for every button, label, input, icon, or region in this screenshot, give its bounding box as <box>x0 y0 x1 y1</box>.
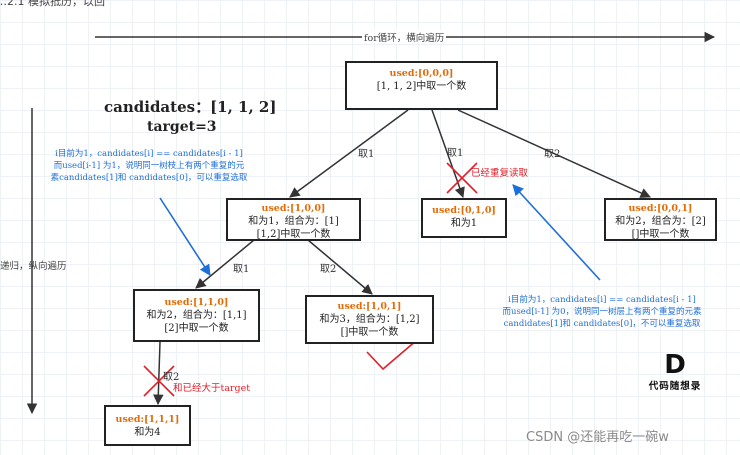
candidates-heading: candidates：[1, 1, 2] <box>104 98 277 116</box>
node-root-used: used:[0,0,0] <box>389 68 454 79</box>
node-n010-line1: 和为1 <box>450 218 478 229</box>
node-n101-used: used:[1,0,1] <box>337 301 402 312</box>
edge-label-n100-n110: 取1 <box>233 264 250 275</box>
duplicate-read-note: 已经重复读取 <box>471 168 529 179</box>
horizontal-axis-caption: for循环，横向遍历 <box>362 30 447 44</box>
edge-label-root-n010: 取1 <box>447 148 464 159</box>
vertical-axis-caption: 递归，纵向遍历 <box>0 261 67 272</box>
node-n100-used: used:[1,0,0] <box>261 203 326 214</box>
node-n101-line1: 和为3，组合为：[1,2] <box>319 314 420 325</box>
node-n100-line2: [1,2]中取一个数 <box>256 229 331 240</box>
partial-heading: …2.1 模拟抵历，以回 <box>0 0 105 8</box>
edge-n110-n111 <box>153 341 164 406</box>
target-heading: target=3 <box>147 119 217 135</box>
node-n110: used:[1,1,0] 和为2，组合为：[1,1] [2]中取一个数 <box>133 289 260 342</box>
node-root-line: [1, 1, 2]中取一个数 <box>376 81 467 92</box>
node-n001-used: used:[0,0,1] <box>628 203 693 214</box>
node-n110-line1: 和为2，组合为：[1,1] <box>146 310 247 321</box>
logo-text: 代码随想录 <box>648 381 702 392</box>
left-branch-note: i目前为1，candidates[i] == candidates[i - 1]… <box>40 148 258 184</box>
edge-label-root-n100: 取1 <box>358 149 375 160</box>
logo-mark-icon: D <box>664 350 686 380</box>
right-level-note: i目前为1，candidates[i] == candidates[i - 1]… <box>480 294 724 330</box>
edge-n100-n101 <box>307 239 373 295</box>
red-check-result <box>366 339 418 371</box>
node-n010: used:[0,1,0] 和为1 <box>421 198 507 238</box>
edge-label-root-n001: 取2 <box>544 149 561 160</box>
red-cross-over-b <box>143 365 175 397</box>
node-n001-line1: 和为2，组合为：[2] <box>615 216 706 227</box>
site-logo: D 代码随想录 <box>636 352 714 392</box>
edge-n100-n110 <box>195 239 255 289</box>
node-n001-line2: []中取一个数 <box>631 229 690 240</box>
edge-label-n100-n101: 取2 <box>320 264 337 275</box>
node-n100: used:[1,0,0] 和为1，组合为：[1] [1,2]中取一个数 <box>226 198 361 241</box>
right-note-arrow <box>512 184 601 281</box>
left-note-arrow <box>159 197 211 276</box>
node-n101: used:[1,0,1] 和为3，组合为：[1,2] []中取一个数 <box>305 295 434 344</box>
right-note-line1: i目前为1，candidates[i] == candidates[i - 1] <box>508 295 696 305</box>
node-n111: used:[1,1,1] 和为4 <box>104 405 191 446</box>
right-note-line3: candidates[1]和 candidates[0]，不可以重复选取 <box>503 319 701 329</box>
left-note-line3: 素candidates[1]和 candidates[0]，可以重复选取 <box>50 173 248 183</box>
edge-label-n110-n111: 取2 <box>163 372 180 383</box>
right-note-line2: 而used[i-1] 为0，说明同一树层上有两个重复的元素 <box>502 307 702 317</box>
node-root: used:[0,0,0] [1, 1, 2]中取一个数 <box>345 61 498 110</box>
node-n110-line2: [2]中取一个数 <box>164 323 229 334</box>
csdn-watermark: CSDN @还能再吃一碗w <box>526 430 669 445</box>
red-cross-duplicate-b <box>446 162 478 194</box>
node-n111-line1: 和为4 <box>134 427 161 438</box>
edge-root-n100 <box>289 109 409 198</box>
left-note-line2: 而used[i-1] 为1，说明同一树枝上有两个重复的元 <box>53 161 245 171</box>
node-n010-used: used:[0,1,0] <box>432 205 496 216</box>
node-n100-line1: 和为1，组合为：[1] <box>248 216 339 227</box>
left-note-line1: i目前为1，candidates[i] == candidates[i - 1] <box>55 149 243 159</box>
node-n110-used: used:[1,1,0] <box>164 297 229 308</box>
node-n101-line2: []中取一个数 <box>340 327 399 338</box>
node-n001: used:[0,0,1] 和为2，组合为：[2] []中取一个数 <box>604 198 717 241</box>
over-target-note: 和已经大于target <box>173 383 251 394</box>
edge-root-n001 <box>457 109 651 198</box>
node-n111-used: used:[1,1,1] <box>115 414 180 425</box>
